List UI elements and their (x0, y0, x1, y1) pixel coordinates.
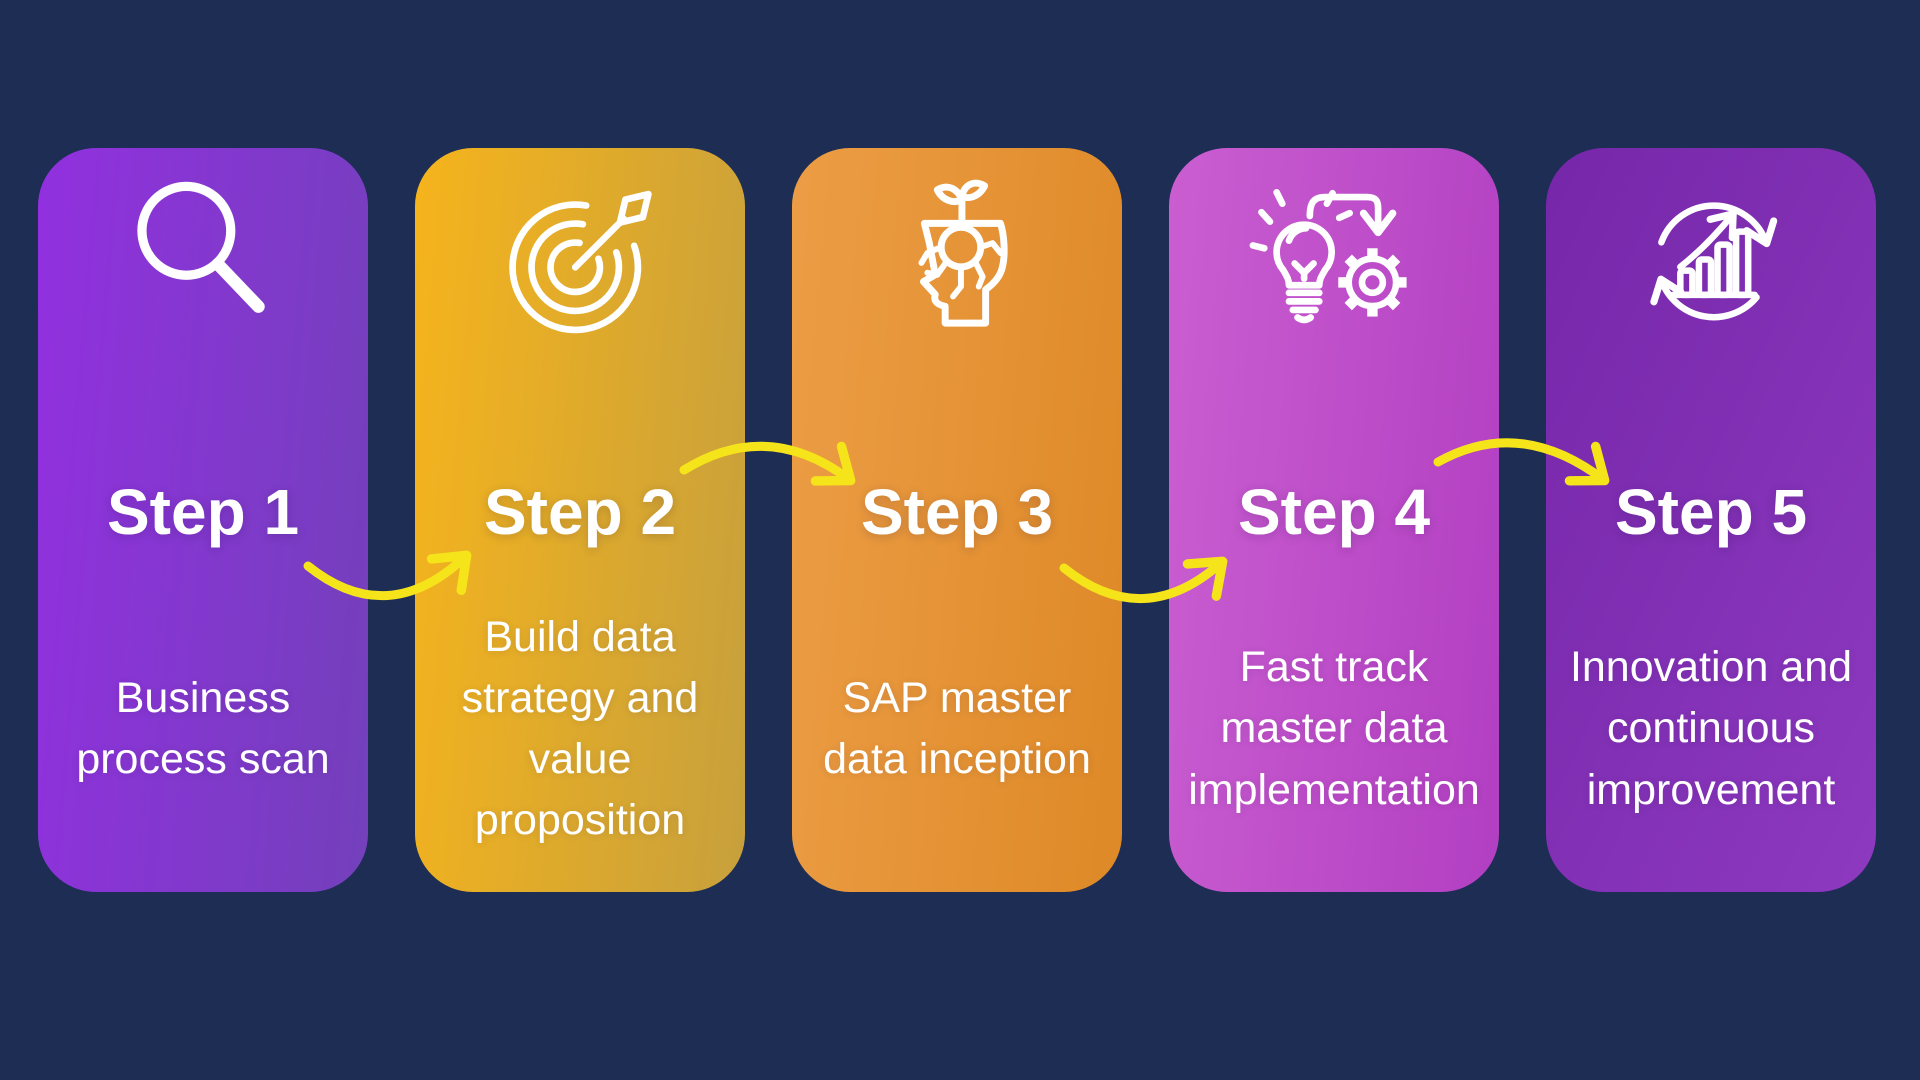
step-card-2: Step 2 Build data strategy and value pro… (415, 148, 745, 892)
step-card-5: Step 5 Innovation and continuous improve… (1546, 148, 1876, 892)
step-description: Business process scan (76, 673, 330, 783)
step-description-area: Innovation and continuous improvement (1561, 584, 1861, 874)
step-card-3: Step 3 SAP master data inception (792, 148, 1122, 892)
step-description-area: Business process scan (53, 584, 353, 874)
step-description: Innovation and continuous improvement (1569, 643, 1853, 814)
step-description-area: SAP master data inception (807, 584, 1107, 874)
step-description-area: Fast track master data implementation (1184, 584, 1484, 874)
step-card-4: Step 4 Fast track master data implementa… (1169, 148, 1499, 892)
step-description-area: Build data strategy and value propositio… (430, 584, 730, 874)
step-description: Build data strategy and value propositio… (461, 612, 699, 845)
step-description: SAP master data inception (823, 673, 1091, 783)
step-label: Step 4 (1237, 476, 1431, 548)
step-description: Fast track master data implementation (1188, 643, 1480, 814)
step-label: Step 1 (106, 476, 300, 548)
head-sprout-icon (878, 172, 1036, 334)
magnifier-icon (129, 172, 277, 334)
lightbulb-gear-icon (1249, 172, 1417, 334)
step-label: Step 2 (483, 476, 677, 548)
step-label: Step 5 (1614, 476, 1808, 548)
step-label: Step 3 (860, 476, 1054, 548)
step-card-1: Step 1 Business process scan (38, 148, 368, 892)
target-dart-icon (504, 172, 656, 334)
growth-cycle-icon (1632, 172, 1790, 334)
